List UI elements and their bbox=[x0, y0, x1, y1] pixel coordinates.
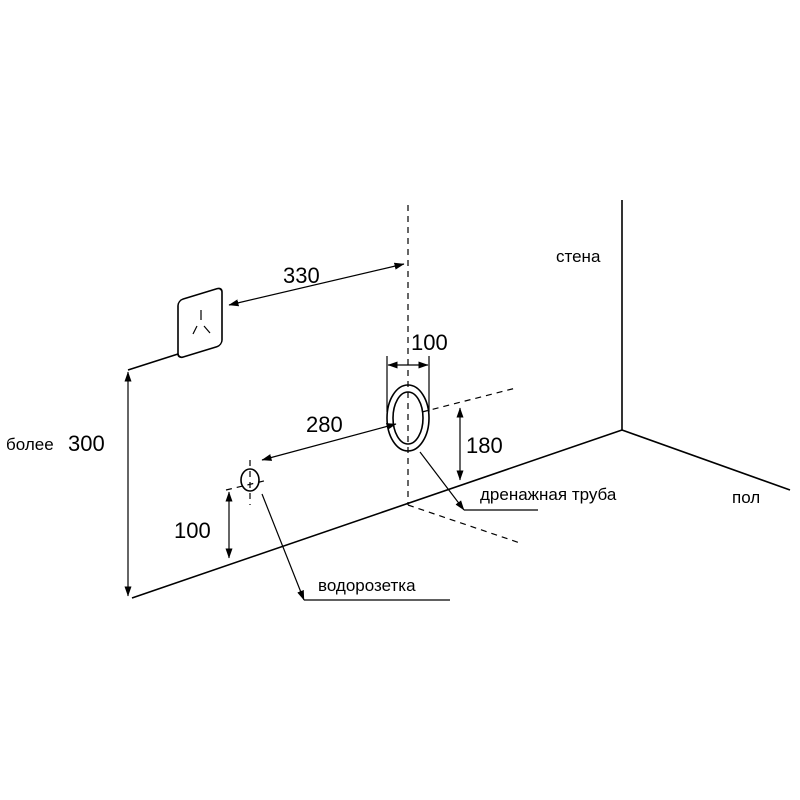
dimension-330: 330 bbox=[228, 262, 405, 307]
drain-pipe: 100 bbox=[386, 330, 448, 452]
drain-pipe-outer bbox=[386, 384, 430, 452]
water-inlet-label: водорозетка bbox=[318, 576, 416, 595]
water-inlet bbox=[225, 460, 269, 505]
drain-pipe-inner bbox=[392, 391, 424, 445]
floor-label: пол bbox=[732, 488, 760, 507]
power-socket-icon bbox=[177, 287, 223, 359]
dimension-300-label: 300 bbox=[68, 431, 105, 456]
dimension-100-pipe-label: 100 bbox=[411, 330, 448, 355]
dimension-330-label: 330 bbox=[283, 263, 320, 288]
dimension-180-label: 180 bbox=[466, 433, 503, 458]
axis-lines bbox=[407, 205, 521, 544]
horizontal-axis-line bbox=[421, 387, 517, 413]
dimension-300: более 300 bbox=[6, 371, 132, 597]
water-inlet-leader: водорозетка bbox=[261, 493, 450, 601]
dimension-280-label: 280 bbox=[306, 412, 343, 437]
wall-label: стена bbox=[556, 247, 601, 266]
dimension-300-prefix: более bbox=[6, 435, 54, 454]
floor-axis-line bbox=[407, 504, 521, 544]
floor-right-edge bbox=[621, 429, 791, 491]
drain-pipe-leader: дренажная труба bbox=[419, 451, 617, 511]
room-outline bbox=[127, 200, 791, 599]
dimension-100-inlet: 100 bbox=[174, 491, 233, 559]
dimension-180: 180 bbox=[456, 407, 503, 481]
dimension-280: 280 bbox=[261, 412, 397, 461]
floor-wall-base-line bbox=[131, 429, 623, 599]
water-inlet-circle bbox=[240, 468, 260, 492]
dimension-100-inlet-label: 100 bbox=[174, 518, 211, 543]
drain-pipe-label: дренажная труба bbox=[480, 485, 617, 504]
wall-top-left-line bbox=[127, 353, 179, 371]
